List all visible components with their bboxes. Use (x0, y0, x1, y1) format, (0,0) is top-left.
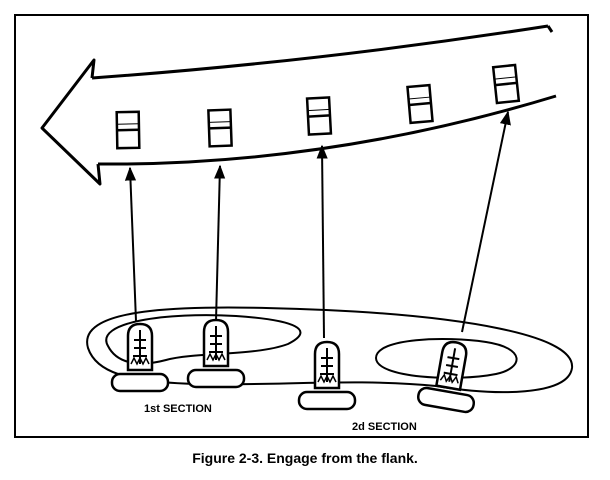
enemy-vehicle-icon (491, 63, 521, 105)
friendly-tank-icon (415, 336, 485, 415)
engage-from-flank-diagram: 1st SECTION 2d SECTION (40, 24, 574, 433)
friendly-tank-icon (110, 322, 170, 393)
enemy-vehicle-icon (305, 96, 333, 136)
enemy-vehicle-icon (406, 83, 434, 125)
fire-arrow (461, 110, 511, 333)
enemy-vehicle-icon (115, 110, 141, 150)
second-section-position-oval (374, 338, 518, 379)
fire-arrow (124, 166, 137, 322)
enemy-vehicle-icon (207, 108, 233, 148)
friendly-tank-icon (297, 340, 357, 411)
enemy-movement-arrow (40, 24, 557, 186)
first-section-position-oval (105, 314, 302, 365)
figure-frame: 1st SECTION 2d SECTION (14, 14, 589, 438)
figure-caption: Figure 2-3. Engage from the flank. (192, 450, 418, 466)
fire-arrow (214, 164, 226, 322)
second-section-label: 2d SECTION (352, 421, 417, 433)
fire-arrow (316, 144, 328, 339)
first-section-label: 1st SECTION (144, 403, 212, 415)
